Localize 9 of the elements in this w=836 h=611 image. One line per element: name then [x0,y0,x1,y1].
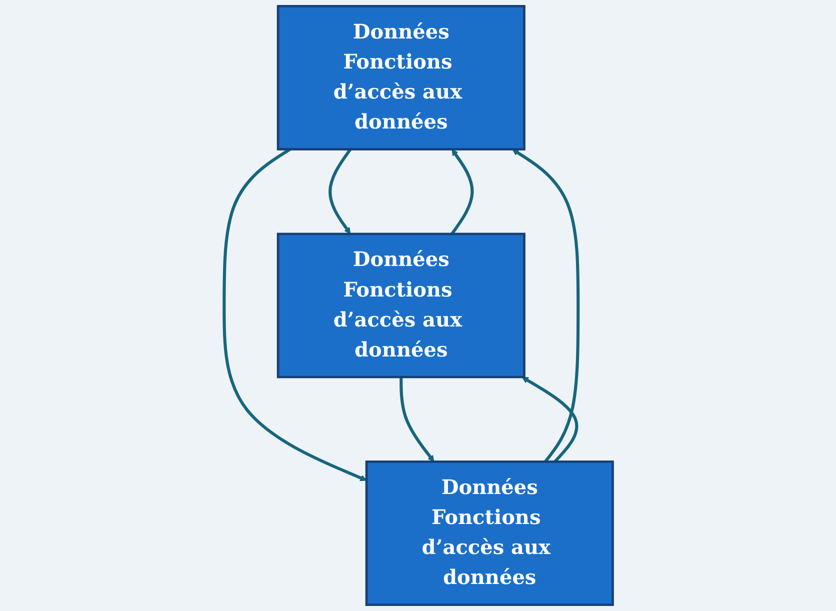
node-box: Données Fonctions d’accès aux données [364,460,614,606]
arrow [399,377,434,462]
node-box: Données Fonctions d’accès aux données [276,232,525,378]
arrow [521,376,578,463]
arrow [222,148,366,482]
arrow [450,148,474,235]
arrow [512,149,580,463]
arrow [328,148,352,234]
node-box: Données Fonctions d’accès aux données [276,5,525,150]
